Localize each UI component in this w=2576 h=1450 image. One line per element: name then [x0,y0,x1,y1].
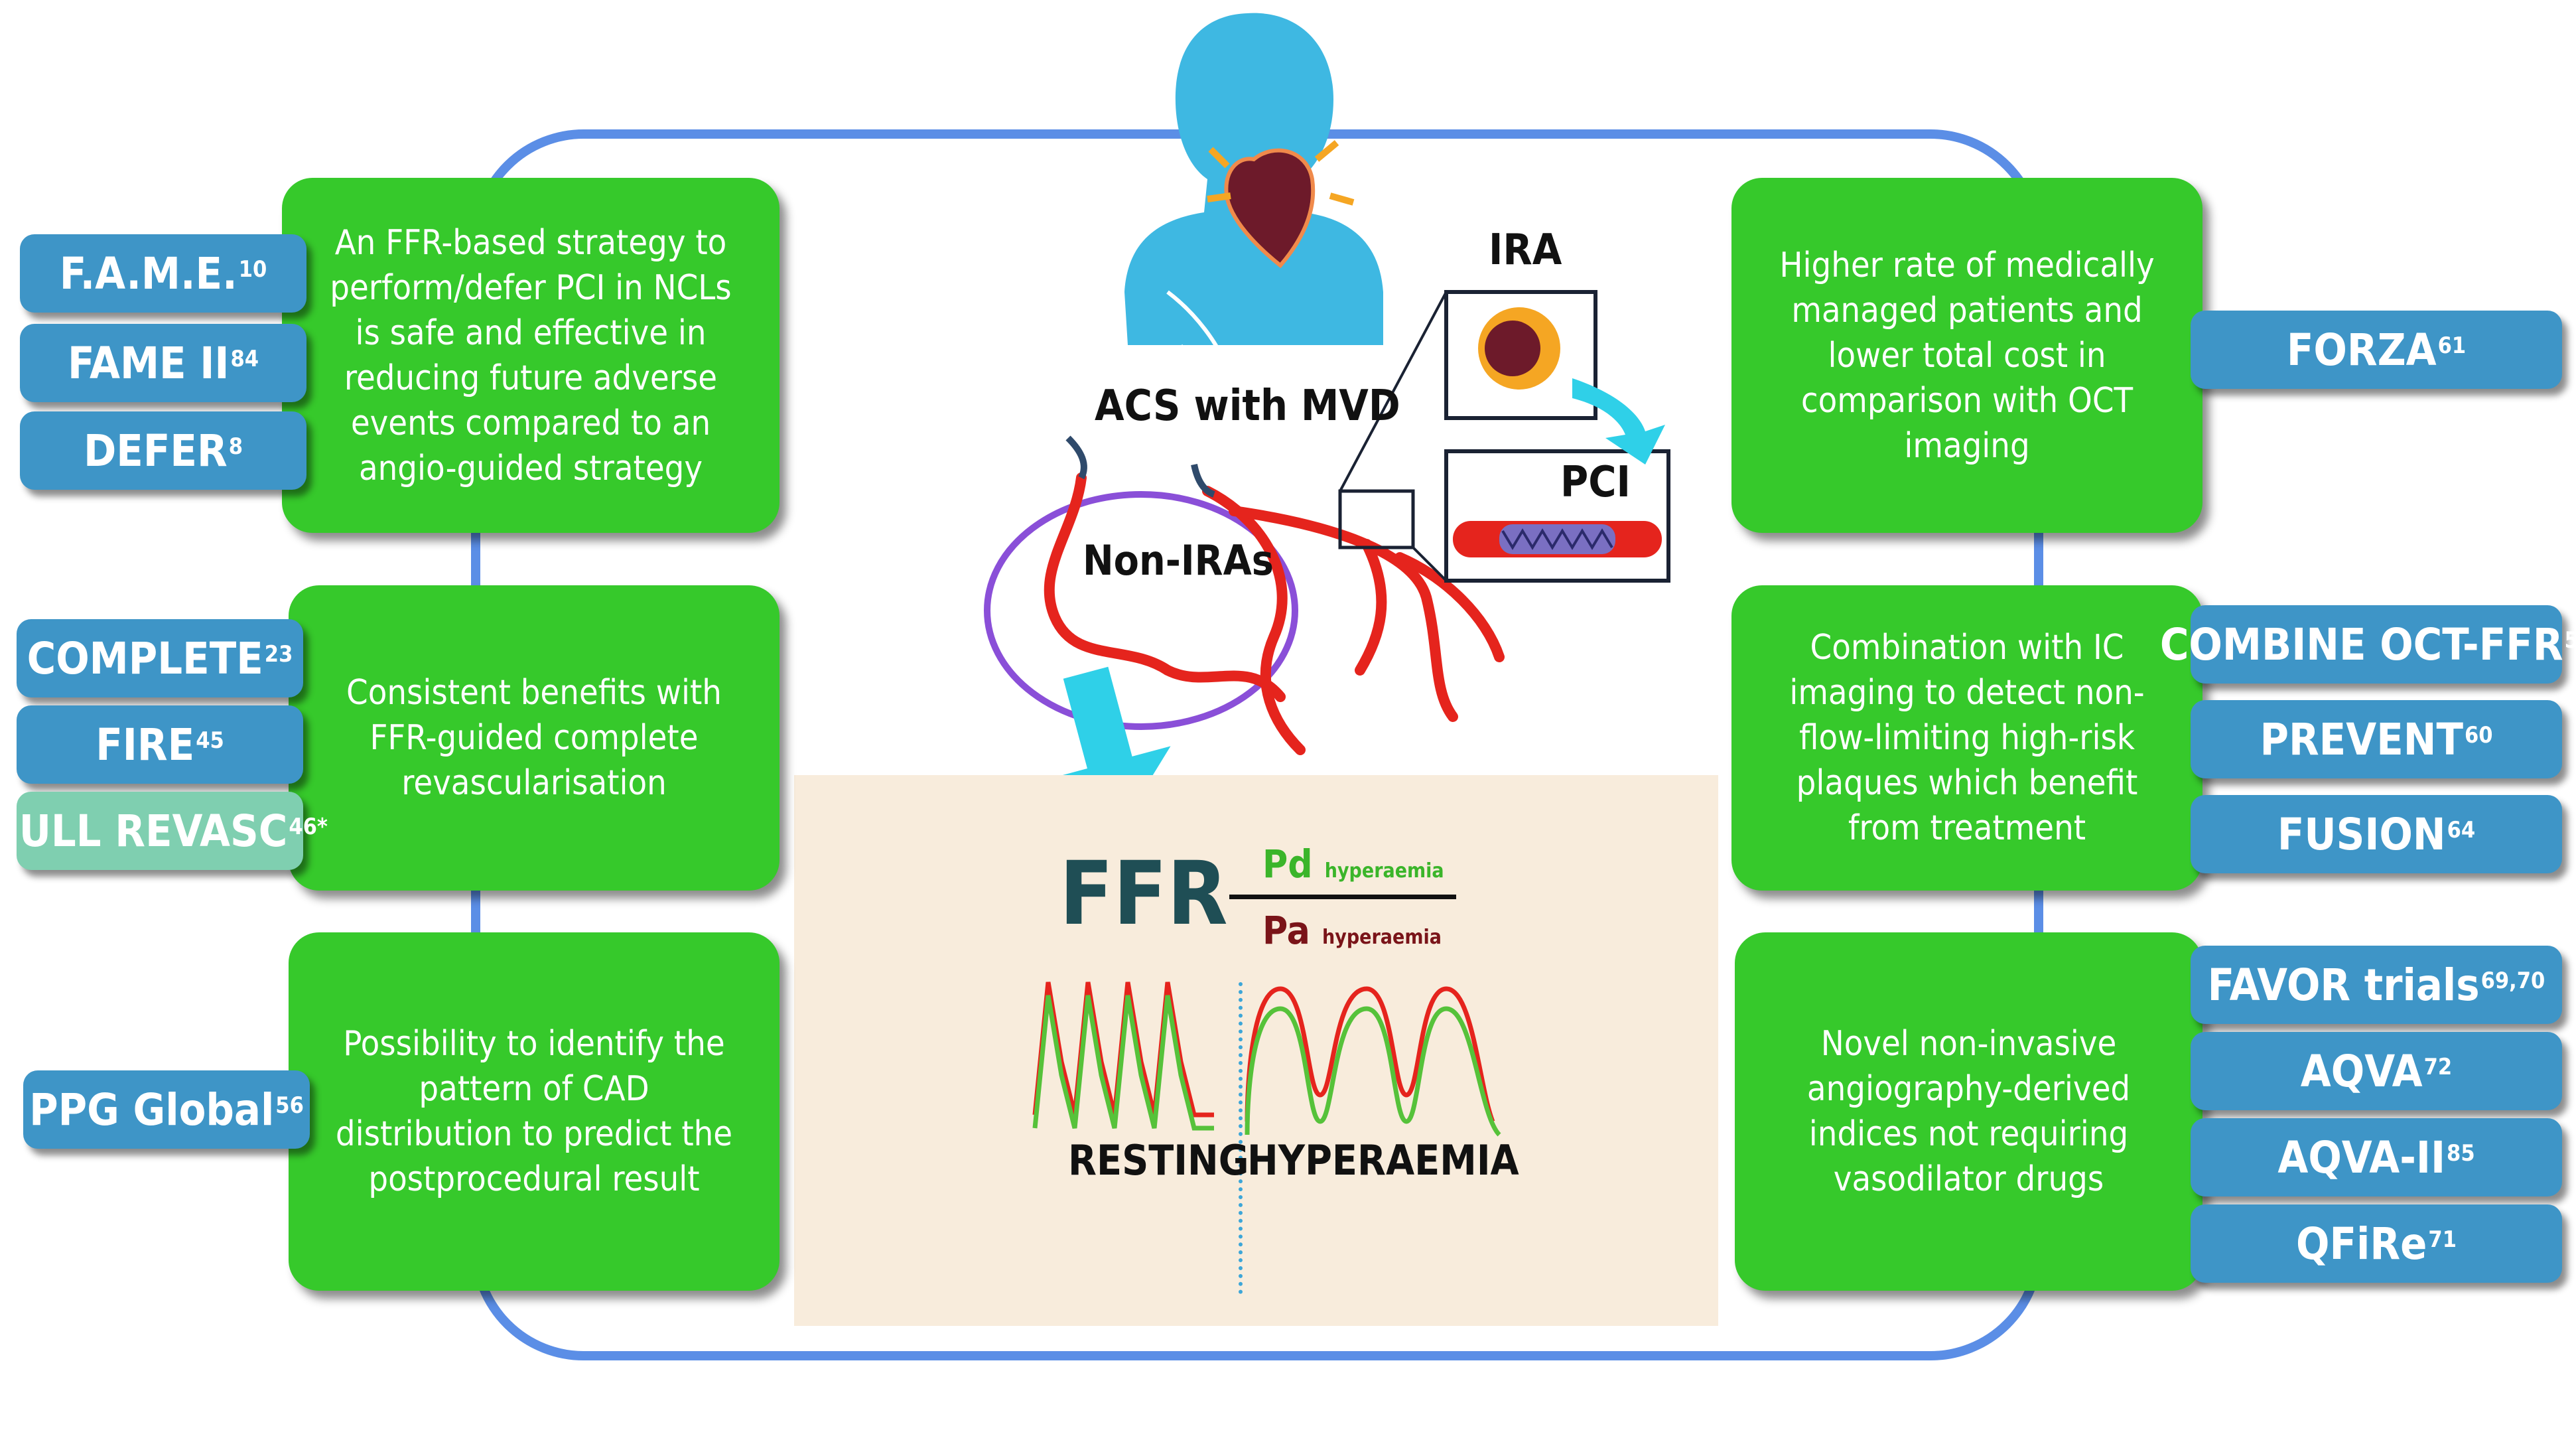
evidence-card-favor: Novel non-invasive angiography-derived i… [1735,932,2203,1291]
hyperaemia-pa-wave [1245,986,1495,1123]
hyperaemia-pd-wave [1245,1006,1501,1137]
phase-separator [1239,982,1243,1294]
ffr-title: FFR [1059,843,1228,945]
card-text: Higher rate of medically managed patient… [1779,245,2155,466]
zoom-box [1338,489,1415,549]
resting-pd-wave [1032,995,1214,1131]
heart-icon [1207,140,1355,269]
evidence-card-combine: Combination with IC imaging to detect no… [1731,585,2203,891]
pa-label: Pa hyperaemia [1262,908,1442,953]
resting-label: RESTING [1068,1136,1249,1185]
evidence-card-ppg: Possibility to identify the pattern of C… [289,932,780,1291]
pd-label: Pd hyperaemia [1262,841,1444,887]
card-text: Combination with IC imaging to detect no… [1789,628,2145,848]
fraction-line [1229,895,1456,899]
pci-inset [1444,449,1670,583]
card-text: Possibility to identify the pattern of C… [335,1024,733,1199]
stent-icon [1453,521,1662,557]
non-ira-label: Non-IRAs [1083,536,1274,585]
evidence-card-forza: Higher rate of medically managed patient… [1731,178,2203,533]
non-ira-loop [984,491,1298,730]
hyperaemia-label: HYPERAEMIA [1247,1136,1519,1185]
pci-label: PCI [1560,458,1631,507]
acs-label: ACS with MVD [1095,382,1400,431]
trial-tag-combine-oct-ffr: COMBINE OCT-FFR59 [2160,605,2576,684]
evidence-card-complete: Consistent benefits with FFR-guided comp… [289,585,780,891]
card-text: An FFR-based strategy to perform/defer P… [330,222,732,488]
card-text: Consistent benefits with FFR-guided comp… [346,673,722,803]
ira-label: IRA [1489,226,1562,275]
evidence-card-fame: An FFR-based strategy to perform/defer P… [282,178,780,533]
trial-tag-fame: F.A.M.E.10 [20,234,306,313]
artery-cross-section-icon [1478,307,1560,390]
card-text: Novel non-invasive angiography-derived i… [1806,1024,2131,1199]
